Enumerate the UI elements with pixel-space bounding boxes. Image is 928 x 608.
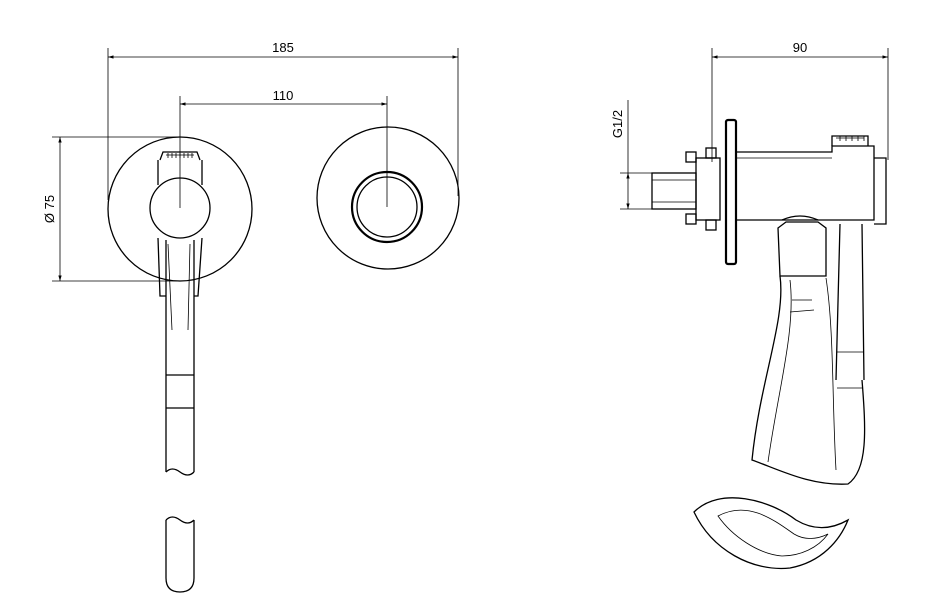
spout-cap bbox=[831, 135, 869, 146]
spout-cap-knurl bbox=[836, 136, 865, 141]
side-view bbox=[651, 118, 887, 570]
dim-overall-width: 185 bbox=[107, 40, 459, 200]
center-distance-label: 110 bbox=[273, 88, 294, 103]
lever-shaft bbox=[165, 240, 195, 472]
break-line-bottom bbox=[165, 516, 195, 524]
wall-flange bbox=[724, 118, 738, 266]
plate-diameter-label: Ø 75 bbox=[42, 195, 57, 223]
lever-tip-section-inner bbox=[717, 509, 829, 557]
valve-body bbox=[736, 145, 875, 221]
front-view bbox=[107, 126, 460, 593]
lever-tip bbox=[165, 520, 195, 593]
handle-collar-side bbox=[777, 221, 827, 277]
break-line-top bbox=[165, 468, 195, 476]
outlet-notch bbox=[379, 240, 395, 243]
curved-lever-outline bbox=[751, 275, 866, 485]
right-wall-plate bbox=[316, 126, 460, 270]
dim-thread: G1/2 bbox=[610, 100, 652, 210]
spout-end bbox=[874, 157, 887, 225]
lever-stem-side bbox=[835, 223, 865, 381]
lever-tip-section bbox=[693, 497, 850, 570]
thread-label: G1/2 bbox=[610, 110, 625, 138]
dim-center-distance: 110 bbox=[179, 88, 388, 208]
mounting-nut bbox=[695, 157, 721, 221]
lever-neck bbox=[157, 237, 203, 297]
curved-lever-inner bbox=[767, 279, 792, 463]
inlet-pipe bbox=[651, 172, 697, 210]
dim-depth: 90 bbox=[711, 40, 889, 162]
depth-label: 90 bbox=[793, 40, 807, 55]
dim-plate-diameter: Ø 75 bbox=[42, 136, 178, 282]
overall-width-label: 185 bbox=[272, 40, 294, 55]
lever-shaft-taper bbox=[167, 243, 191, 331]
